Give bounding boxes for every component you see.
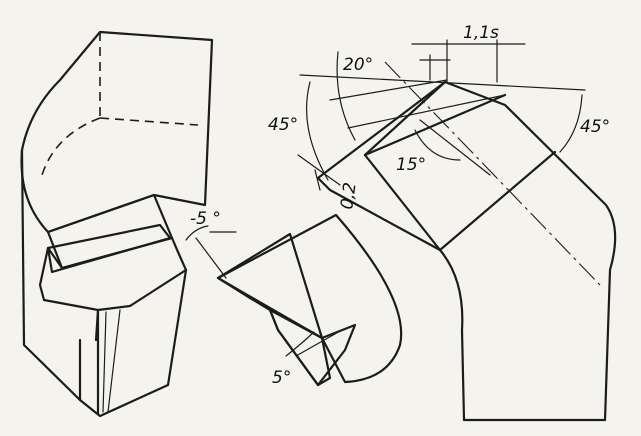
dim-02-ext-2 [314, 169, 321, 191]
tool-body-front [78, 268, 188, 418]
tool-hidden-edges [41, 32, 199, 176]
plan-insert-facet-1 [363, 80, 447, 157]
tool-plan-view [297, 39, 617, 422]
minus5-arc [185, 225, 209, 241]
plan-axis-line [384, 61, 601, 286]
label-45-right: 45° [580, 117, 610, 137]
plan-outline-left [316, 80, 466, 422]
section-insert-tip [268, 308, 357, 387]
plan-insert-facet-2 [363, 93, 507, 157]
label-20deg: 20° [343, 55, 373, 75]
arc-15 [414, 129, 461, 161]
carbide-insert-front [38, 236, 188, 312]
label-11s: 1,1s [463, 23, 499, 43]
tool-cross-section [185, 213, 403, 387]
plan-insert-break [438, 150, 557, 252]
label-45-left: 45° [268, 115, 298, 135]
minus5-leader [195, 237, 227, 279]
tool-body-left [20, 148, 82, 402]
ref-line-20b [347, 94, 506, 129]
five-deg-arc [285, 331, 315, 357]
section-hatched-body [216, 213, 403, 384]
carbide-insert-chipbreaker [46, 223, 172, 274]
ref-line-15 [419, 119, 491, 176]
five-deg-ref [295, 329, 343, 357]
arc-45-right [559, 94, 583, 153]
arc-20 [336, 51, 356, 141]
dim-02-ext-1 [297, 154, 341, 186]
plan-insert-facet-3 [363, 153, 442, 252]
arc-45-left [305, 81, 329, 181]
tool-edge-highlight [102, 311, 107, 413]
tool-isometric-view [20, 30, 214, 418]
carbide-insert-top [46, 193, 174, 270]
ref-line-top [299, 74, 586, 91]
label-02: 0,2 [337, 181, 361, 211]
label-5deg: 5° [272, 368, 291, 388]
tool-top-face [20, 30, 214, 234]
label-15deg: 15° [396, 155, 426, 175]
plan-outline-right [443, 80, 617, 422]
insert-front-edge [94, 308, 100, 342]
tool-edge-highlight-2 [107, 309, 121, 413]
label-minus5: -5 ° [190, 209, 221, 229]
ref-line-20 [329, 79, 448, 101]
